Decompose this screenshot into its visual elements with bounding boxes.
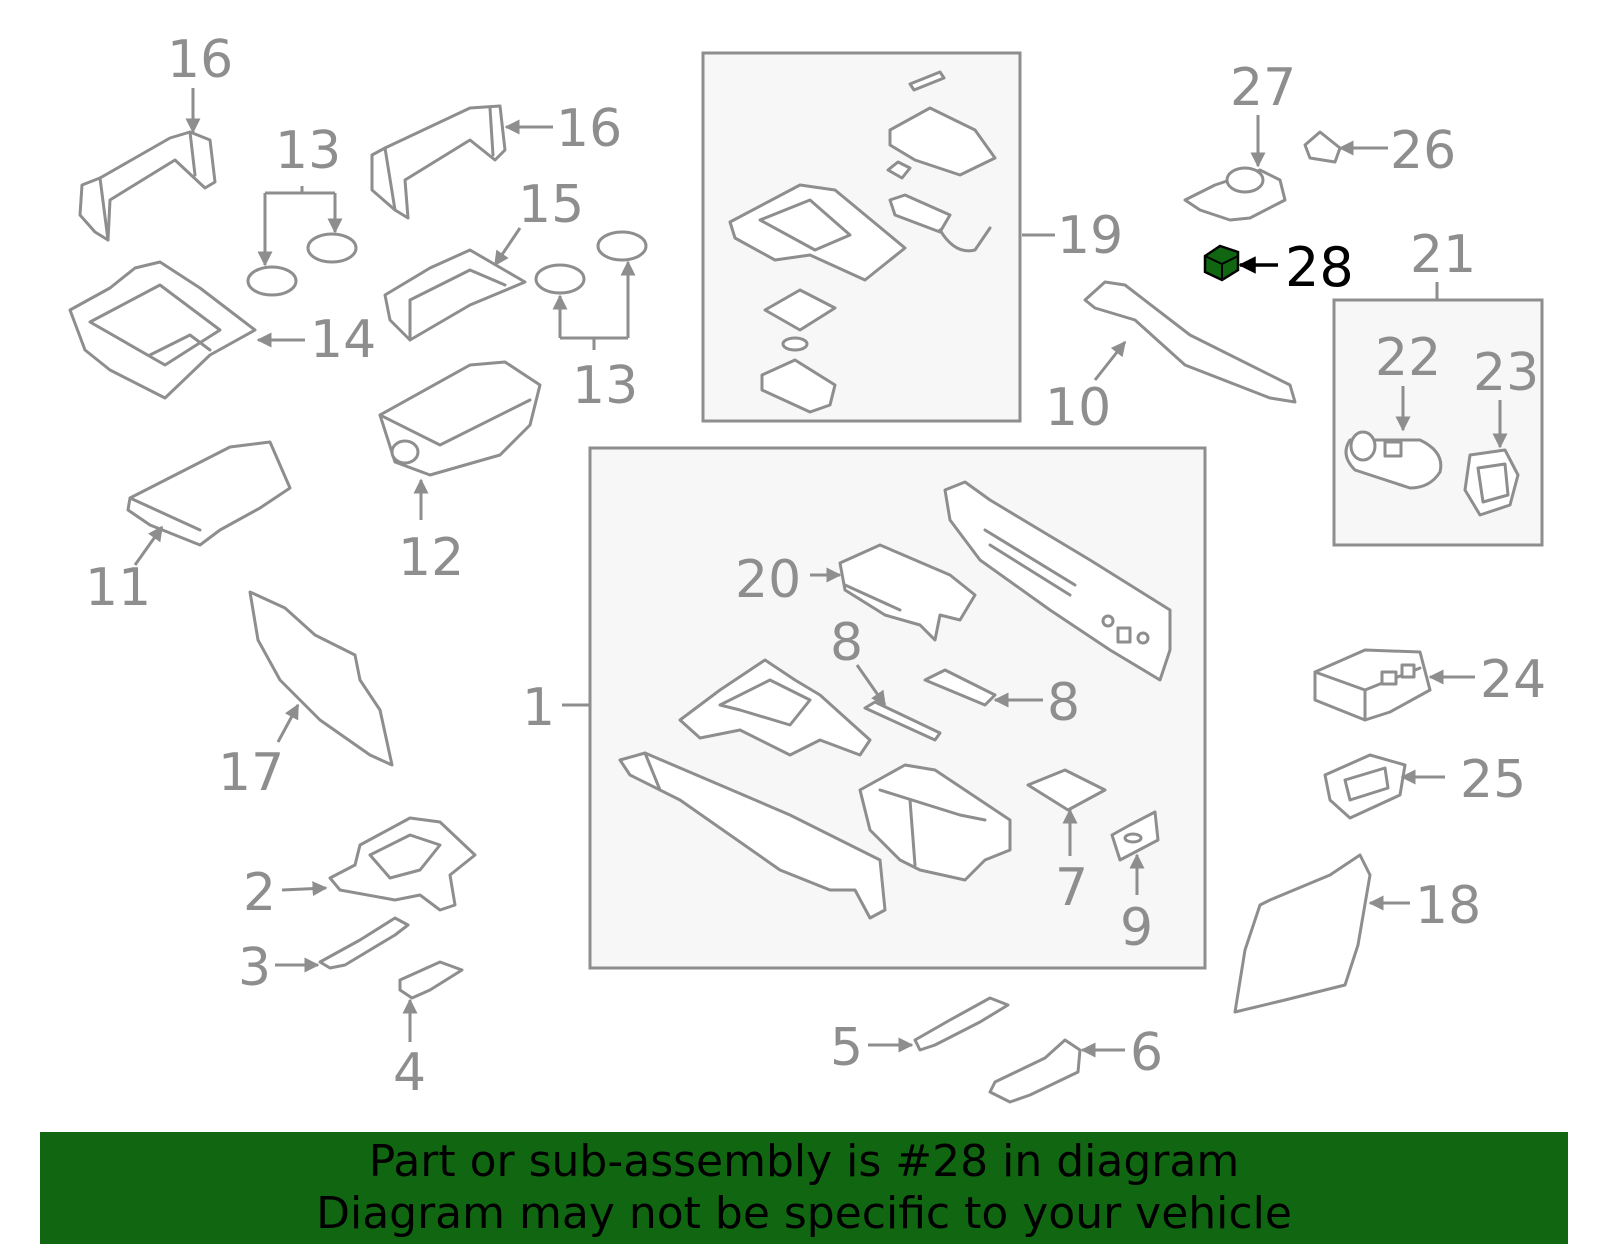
part-12 [378, 360, 542, 477]
info-banner: Part or sub-assembly is #28 in diagram D… [40, 1132, 1568, 1244]
callout-16-left: 16 [167, 30, 233, 90]
callout-6: 6 [1130, 1023, 1163, 1083]
callout-23: 23 [1473, 343, 1539, 403]
callout-13-right: 13 [572, 356, 638, 416]
callout-20: 20 [735, 550, 801, 610]
part-14 [68, 260, 257, 400]
callout-11: 11 [85, 558, 151, 618]
banner-line-disclaimer: Diagram may not be specific to your vehi… [316, 1188, 1292, 1239]
part-1-components [618, 480, 1172, 920]
callout-13-left: 13 [275, 121, 341, 181]
callout-3: 3 [238, 938, 271, 998]
part-16-left [78, 130, 217, 242]
callout-8-right: 8 [1047, 673, 1080, 733]
part-26 [1303, 130, 1342, 164]
part-3 [318, 916, 410, 970]
callout-22: 22 [1375, 328, 1441, 388]
callout-2: 2 [243, 863, 276, 923]
callout-17: 17 [218, 743, 284, 803]
callout-19: 19 [1057, 206, 1123, 266]
part-18 [1233, 853, 1372, 1014]
group-box-1 [588, 446, 1207, 970]
callout-25: 25 [1460, 750, 1526, 810]
part-15 [383, 248, 527, 342]
part-10 [1083, 280, 1297, 404]
callout-14: 14 [310, 310, 376, 370]
callout-9: 9 [1120, 898, 1153, 958]
part-28-highlighted [1203, 244, 1240, 282]
part-5 [913, 996, 1010, 1052]
callout-28: 28 [1285, 236, 1354, 299]
part-4 [398, 960, 464, 1000]
callout-15: 15 [518, 175, 584, 235]
callout-4: 4 [393, 1043, 426, 1103]
part-22 [1344, 430, 1443, 490]
callout-26: 26 [1390, 121, 1456, 181]
callout-8-left: 8 [830, 613, 863, 673]
callout-16-right: 16 [556, 99, 622, 159]
part-23 [1463, 448, 1520, 517]
part-24 [1313, 648, 1432, 722]
callout-1: 1 [522, 678, 555, 738]
part-27 [1183, 166, 1287, 222]
part-13-right [534, 230, 648, 350]
callout-21: 21 [1410, 225, 1476, 285]
callout-5: 5 [830, 1018, 863, 1078]
banner-line-part: Part or sub-assembly is #28 in diagram [368, 1136, 1240, 1187]
part-2 [328, 816, 477, 912]
part-6 [988, 1038, 1082, 1104]
callout-27: 27 [1230, 58, 1296, 118]
part-17 [248, 590, 394, 767]
part-19-components [728, 70, 997, 414]
callout-10: 10 [1045, 378, 1111, 438]
part-11 [126, 440, 292, 547]
part-13-left [246, 186, 358, 297]
callout-24: 24 [1480, 650, 1546, 710]
part-25 [1323, 753, 1407, 820]
callout-12: 12 [398, 528, 464, 588]
part-16-right [370, 104, 507, 220]
callout-7: 7 [1055, 858, 1088, 918]
callout-18: 18 [1415, 876, 1481, 936]
